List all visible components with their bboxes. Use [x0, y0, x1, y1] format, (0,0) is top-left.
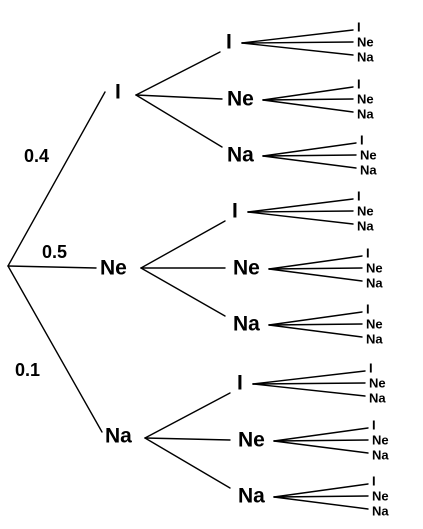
branch-na-to-i — [144, 392, 231, 439]
leaf-line-na-ne-ne — [273, 439, 369, 442]
branch-root-to-ne — [7, 265, 97, 269]
leaf-line-na-i-ne — [252, 382, 366, 385]
leaf-i-ne-i: I — [357, 77, 361, 92]
leaf-na-na-ne: Ne — [372, 489, 389, 504]
node-i: I — [115, 81, 121, 104]
node-i-i: I — [226, 31, 232, 54]
leaf-ne-i-na: Na — [357, 219, 374, 234]
leaf-line-na-na-ne — [273, 495, 369, 498]
leaf-line-i-na-i — [262, 142, 357, 157]
leaf-ne-na-ne: Ne — [366, 317, 383, 332]
leaf-line-na-i-i — [252, 370, 366, 385]
branch-ne-to-i — [140, 220, 226, 269]
branch-root-to-na — [7, 265, 103, 433]
branch-ne-to-na — [140, 267, 226, 317]
node-na-ne: Ne — [238, 429, 265, 452]
leaf-line-ne-i-na — [247, 211, 354, 225]
leaf-ne-i-ne: Ne — [357, 204, 374, 219]
node-labels: 0.4IIINeNaNeINeNaNaINeNa0.5NeIINeNaNeINe… — [15, 20, 389, 519]
branch-lines — [7, 29, 369, 510]
node-na-i: I — [237, 372, 243, 395]
leaf-line-i-ne-i — [262, 86, 354, 101]
node-i-na: Na — [227, 144, 254, 167]
leaf-line-na-na-i — [273, 483, 369, 498]
leaf-line-i-ne-ne — [262, 98, 354, 101]
leaf-line-ne-i-i — [247, 198, 354, 213]
leaf-ne-ne-ne: Ne — [366, 261, 383, 276]
node-ne-ne: Ne — [233, 257, 260, 280]
leaf-na-ne-i: I — [372, 418, 376, 433]
leaf-line-i-na-na — [262, 155, 357, 169]
leaf-i-i-na: Na — [357, 50, 374, 65]
leaf-line-ne-i-ne — [247, 210, 354, 213]
leaf-i-ne-ne: Ne — [357, 92, 374, 107]
leaf-ne-na-na: Na — [366, 332, 383, 347]
leaf-line-ne-na-na — [268, 324, 363, 338]
leaf-i-i-i: I — [357, 20, 361, 35]
leaf-line-na-i-na — [252, 383, 366, 397]
leaf-i-ne-na: Na — [357, 107, 374, 122]
leaf-i-na-ne: Ne — [360, 148, 377, 163]
leaf-ne-ne-i: I — [366, 246, 370, 261]
leaf-line-na-ne-na — [273, 440, 369, 454]
probability-label-2: 0.5 — [42, 242, 67, 262]
leaf-na-ne-ne: Ne — [372, 433, 389, 448]
leaf-na-na-i: I — [372, 474, 376, 489]
leaf-ne-ne-na: Na — [366, 276, 383, 291]
leaf-line-ne-ne-ne — [268, 267, 363, 270]
node-i-ne: Ne — [227, 88, 254, 111]
node-ne-i: I — [232, 200, 238, 223]
leaf-na-i-i: I — [369, 361, 373, 376]
branch-i-to-ne — [135, 94, 223, 100]
branch-i-to-i — [135, 51, 221, 96]
leaf-line-ne-ne-i — [268, 255, 363, 270]
probability-label-3: 0.1 — [15, 360, 40, 380]
branch-na-to-ne — [144, 437, 231, 441]
leaf-na-i-ne: Ne — [369, 376, 386, 391]
leaf-ne-na-i: I — [366, 302, 370, 317]
leaf-line-na-ne-i — [273, 427, 369, 442]
node-na: Na — [105, 425, 132, 448]
node-na-na: Na — [238, 485, 265, 508]
leaf-line-ne-na-ne — [268, 323, 363, 326]
leaf-i-na-na: Na — [360, 163, 377, 178]
leaf-line-i-i-i — [241, 29, 354, 44]
leaf-line-i-i-ne — [241, 41, 354, 44]
leaf-line-na-na-na — [273, 496, 369, 510]
leaf-na-i-na: Na — [369, 391, 386, 406]
leaf-line-ne-na-i — [268, 311, 363, 326]
leaf-line-i-i-na — [241, 42, 354, 56]
leaf-line-i-na-ne — [262, 154, 357, 157]
node-ne: Ne — [100, 257, 127, 280]
leaf-na-ne-na: Na — [372, 448, 389, 463]
leaf-ne-i-i: I — [357, 189, 361, 204]
leaf-na-na-na: Na — [372, 504, 389, 519]
node-ne-na: Na — [233, 313, 260, 336]
leaf-line-ne-ne-na — [268, 268, 363, 282]
leaf-i-na-i: I — [360, 133, 364, 148]
probability-label-1: 0.4 — [24, 146, 49, 166]
branch-na-to-na — [144, 437, 231, 489]
leaf-line-i-ne-na — [262, 99, 354, 113]
branch-i-to-na — [135, 94, 223, 148]
branch-root-to-i — [7, 91, 106, 267]
leaf-i-i-ne: Ne — [357, 35, 374, 50]
